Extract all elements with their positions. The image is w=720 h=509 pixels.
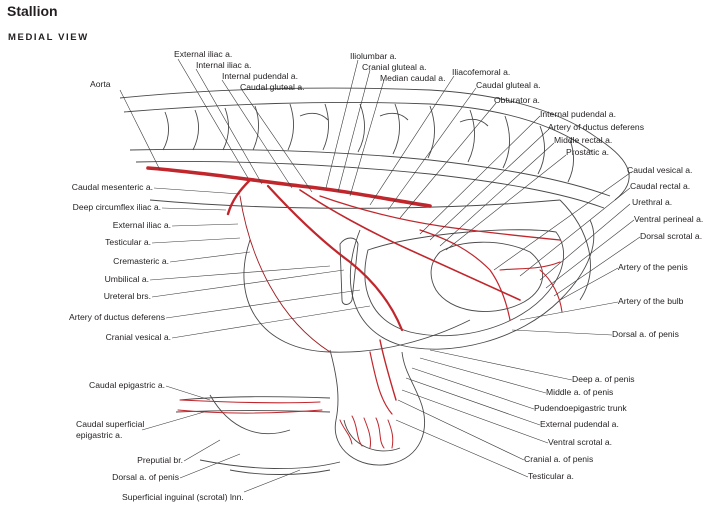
testicular-coil-vessel	[339, 415, 394, 449]
caudal-vesical-vessel	[499, 261, 561, 271]
label-caudal-gluteal-top: Caudal gluteal a.	[240, 82, 305, 92]
arterial-tree	[146, 166, 563, 449]
organ-outlines	[149, 199, 595, 475]
label-deep-penis: Deep a. of penis	[572, 374, 635, 384]
vertebral-column	[119, 87, 630, 209]
pudendal-trunk-vessel	[379, 339, 397, 401]
label-internal-pudendal-top: Internal pudendal a.	[222, 71, 298, 81]
label-artery-ductus-deferens-left: Artery of ductus deferens	[68, 312, 165, 322]
label-internal-iliac: Internal iliac a.	[196, 60, 252, 70]
label-testicular-left: Testicular a.	[105, 237, 151, 247]
deep-penis-vessel	[369, 351, 393, 415]
label-median-caudal: Median caudal a.	[380, 73, 446, 83]
label-internal-pudendal-right: Internal pudendal a.	[540, 109, 616, 119]
label-iliolumbar: Iliolumbar a.	[350, 51, 397, 61]
label-dorsal-penis-left: Dorsal a. of penis	[112, 472, 179, 482]
prostatic-vessel	[419, 229, 511, 321]
label-aorta: Aorta	[90, 79, 111, 89]
label-caudal-epigastric: Caudal epigastric a.	[89, 380, 165, 390]
label-urethral: Urethral a.	[632, 197, 673, 207]
label-cremasteric: Cremasteric a.	[113, 256, 169, 266]
label-external-iliac-left: External iliac a.	[112, 220, 171, 230]
label-middle-penis: Middle a. of penis	[546, 387, 614, 397]
label-cranial-gluteal: Cranial gluteal a.	[362, 62, 427, 72]
label-dorsal-penis-right: Dorsal a. of penis	[612, 329, 679, 339]
label-caudal-superficial-epigastric: Caudal superficial epigastric a.	[76, 419, 145, 440]
figure-title: Stallion	[7, 3, 58, 19]
label-cranial-vesical: Cranial vesical a.	[105, 332, 171, 342]
internal-pudendal-vessel	[299, 189, 521, 301]
label-caudal-gluteal-right: Caudal gluteal a.	[476, 80, 541, 90]
label-preputial: Preputial br.	[137, 455, 183, 465]
urethral-vessel	[539, 269, 563, 313]
label-ventral-perineal: Ventral perineal a.	[634, 214, 704, 224]
label-umbilical: Umbilical a.	[104, 274, 149, 284]
label-artery-ductus-deferens-right: Artery of ductus deferens	[548, 122, 645, 132]
label-caudal-vesical: Caudal vesical a.	[627, 165, 693, 175]
deep-circumflex-iliac-vessel	[226, 178, 252, 216]
label-pudendoepigastric: Pudendoepigastric trunk	[534, 403, 627, 413]
umbilical-vessel	[239, 195, 331, 353]
label-artery-penis: Artery of the penis	[618, 262, 688, 272]
aorta-vessel	[146, 166, 432, 208]
label-superficial-inguinal: Superficial inguinal (scrotal) lnn.	[122, 492, 244, 502]
internal-iliac-vessel	[266, 184, 404, 332]
label-iliacofemoral: Iliacofemoral a.	[452, 67, 511, 77]
label-prostatic: Prostatic a.	[566, 147, 609, 157]
label-dorsal-scrotal: Dorsal scrotal a.	[640, 231, 703, 241]
label-artery-bulb: Artery of the bulb	[618, 296, 684, 306]
label-ventral-scrotal: Ventral scrotal a.	[548, 437, 613, 447]
label-testicular-bottom: Testicular a.	[528, 471, 574, 481]
figure-subtitle: MEDIAL VIEW	[8, 32, 89, 43]
label-external-pudendal: External pudendal a.	[540, 419, 619, 429]
label-caudal-rectal: Caudal rectal a.	[630, 181, 691, 191]
caudal-epigastric-vessel	[179, 399, 321, 404]
label-ureteral: Ureteral brs.	[103, 291, 151, 301]
label-caudal-mesenteric: Caudal mesenteric a.	[71, 182, 153, 192]
caudal-superficial-epigastric-vessel	[177, 409, 323, 414]
label-obturator: Obturator a.	[494, 95, 540, 105]
leader-lines	[119, 58, 641, 493]
label-deep-circumflex-iliac: Deep circumflex iliac a.	[72, 202, 161, 212]
label-cranial-penis: Cranial a. of penis	[524, 454, 594, 464]
caudal-gluteal-vessel	[319, 195, 561, 241]
label-external-iliac-top: External iliac a.	[174, 49, 233, 59]
label-middle-rectal: Middle rectal a.	[554, 135, 613, 145]
